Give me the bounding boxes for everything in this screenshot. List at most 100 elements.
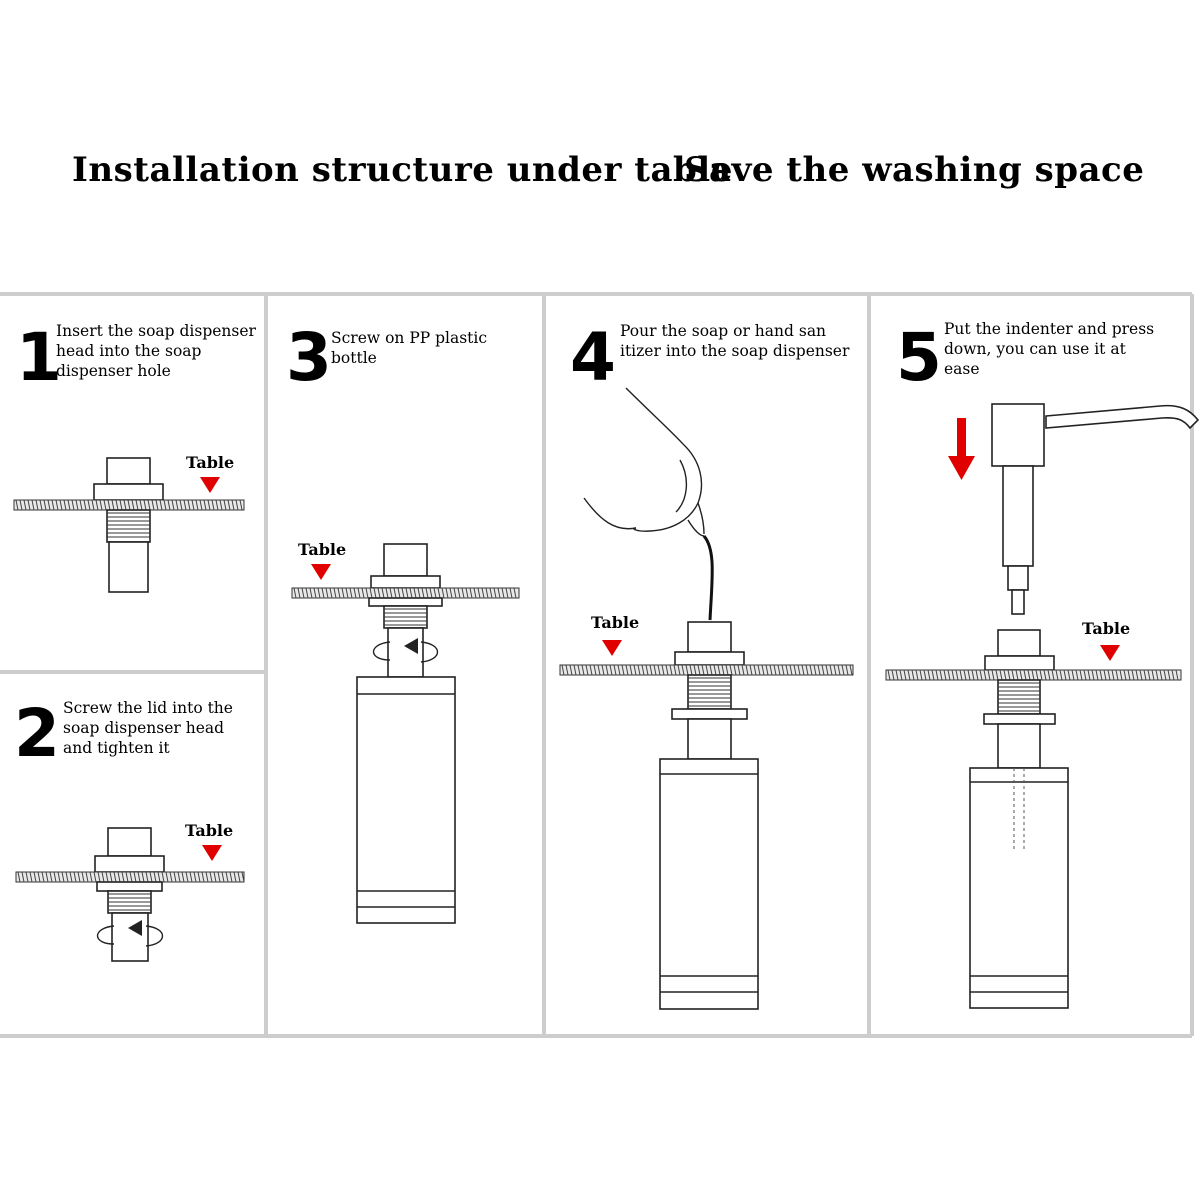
board-hatch-line — [709, 664, 713, 676]
step-5-text-line-2: down, you can use it at — [944, 340, 1127, 358]
board-hatch-line — [581, 664, 585, 676]
board-hatch-line — [987, 669, 991, 681]
board-hatch-line — [817, 664, 821, 676]
board-hatch-line — [1135, 669, 1139, 681]
board-hatch-line — [1175, 669, 1179, 681]
board-hatch-line — [151, 499, 155, 511]
board-hatch-line — [429, 587, 433, 599]
board-hatch-line — [749, 664, 753, 676]
board-hatch-line — [999, 669, 1003, 681]
board-hatch-line — [155, 499, 159, 511]
board-hatch-line — [25, 871, 29, 883]
board-hatch-line — [161, 871, 165, 883]
board-hatch-line — [113, 871, 117, 883]
board-hatch-line — [437, 587, 441, 599]
board-hatch-line — [125, 871, 129, 883]
board-hatch-line — [207, 499, 211, 511]
board-hatch-line — [1163, 669, 1167, 681]
step-1-dispenser-head-icon — [13, 457, 245, 593]
board-hatch-line — [653, 664, 657, 676]
board-hatch-line — [701, 664, 705, 676]
board-hatch-line — [65, 871, 69, 883]
step-3-panel: 3 Screw on PP plastic bottle Table — [286, 319, 520, 924]
board-hatch-line — [237, 871, 241, 883]
board-hatch-line — [785, 664, 789, 676]
board-hatch-line — [1147, 669, 1151, 681]
board-hatch-line — [841, 664, 845, 676]
board-hatch-line — [39, 499, 43, 511]
step-1-table-label: Table — [186, 453, 234, 472]
board-hatch-line — [1095, 669, 1099, 681]
board-hatch-line — [919, 669, 923, 681]
board-hatch-line — [497, 587, 501, 599]
board-hatch-line — [71, 499, 75, 511]
board-hatch-line — [137, 871, 141, 883]
board-hatch-line — [223, 499, 227, 511]
board-hatch-line — [305, 587, 309, 599]
board-hatch-line — [717, 664, 721, 676]
step-2-text-line-1: Screw the lid into the — [63, 699, 233, 717]
board-hatch-line — [149, 871, 153, 883]
board-hatch-line — [469, 587, 473, 599]
board-hatch-line — [501, 587, 505, 599]
board-hatch-line — [597, 664, 601, 676]
board-hatch-line — [805, 664, 809, 676]
board-hatch-line — [1011, 669, 1015, 681]
board-hatch-line — [209, 871, 213, 883]
board-hatch-line — [757, 664, 761, 676]
board-hatch-line — [947, 669, 951, 681]
board-hatch-line — [915, 669, 919, 681]
board-hatch-line — [1111, 669, 1115, 681]
board-hatch-line — [465, 587, 469, 599]
board-hatch-line — [141, 871, 145, 883]
board-hatch-line — [221, 871, 225, 883]
board-hatch-line — [59, 499, 63, 511]
board-hatch-line — [33, 871, 37, 883]
board-hatch-line — [513, 587, 517, 599]
board-hatch-line — [1023, 669, 1027, 681]
board-hatch-line — [971, 669, 975, 681]
board-hatch-line — [927, 669, 931, 681]
board-hatch-line — [569, 664, 573, 676]
step-5-panel: 5 Put the indenter and press down, you c… — [885, 319, 1200, 1009]
board-hatch-line — [1127, 669, 1131, 681]
board-hatch-line — [301, 587, 305, 599]
board-hatch-line — [169, 871, 173, 883]
panel-grid — [0, 292, 1194, 1038]
board-hatch-line — [983, 669, 987, 681]
board-hatch-line — [317, 587, 321, 599]
board-hatch-line — [907, 669, 911, 681]
diagram-subtitle: Save the washing space — [684, 150, 1145, 190]
board-hatch-line — [789, 664, 793, 676]
board-hatch-line — [185, 871, 189, 883]
board-hatch-line — [97, 871, 101, 883]
board-hatch-line — [887, 669, 891, 681]
board-hatch-line — [31, 499, 35, 511]
board-hatch-line — [157, 871, 161, 883]
step-2-table-label: Table — [185, 821, 233, 840]
board-hatch-line — [313, 587, 317, 599]
step-4-number: 4 — [570, 319, 616, 396]
board-hatch-line — [239, 499, 243, 511]
step-4-dispenser-assembly-icon — [559, 621, 854, 1010]
board-hatch-line — [629, 664, 633, 676]
board-hatch-line — [107, 499, 111, 511]
board-hatch-line — [433, 587, 437, 599]
board-hatch-line — [401, 587, 405, 599]
board-hatch-line — [685, 664, 689, 676]
board-hatch-line — [1151, 669, 1155, 681]
board-hatch-line — [115, 499, 119, 511]
board-hatch-line — [369, 587, 373, 599]
board-hatch-line — [333, 587, 337, 599]
board-hatch-line — [123, 499, 127, 511]
board-hatch-line — [127, 499, 131, 511]
board-hatch-line — [79, 499, 83, 511]
board-hatch-line — [63, 499, 67, 511]
board-hatch-line — [505, 587, 509, 599]
board-hatch-line — [1047, 669, 1051, 681]
board-hatch-line — [321, 587, 325, 599]
board-hatch-line — [43, 499, 47, 511]
step-4-soap-bottle-pouring-icon — [583, 387, 714, 621]
board-hatch-line — [389, 587, 393, 599]
board-hatch-line — [219, 499, 223, 511]
